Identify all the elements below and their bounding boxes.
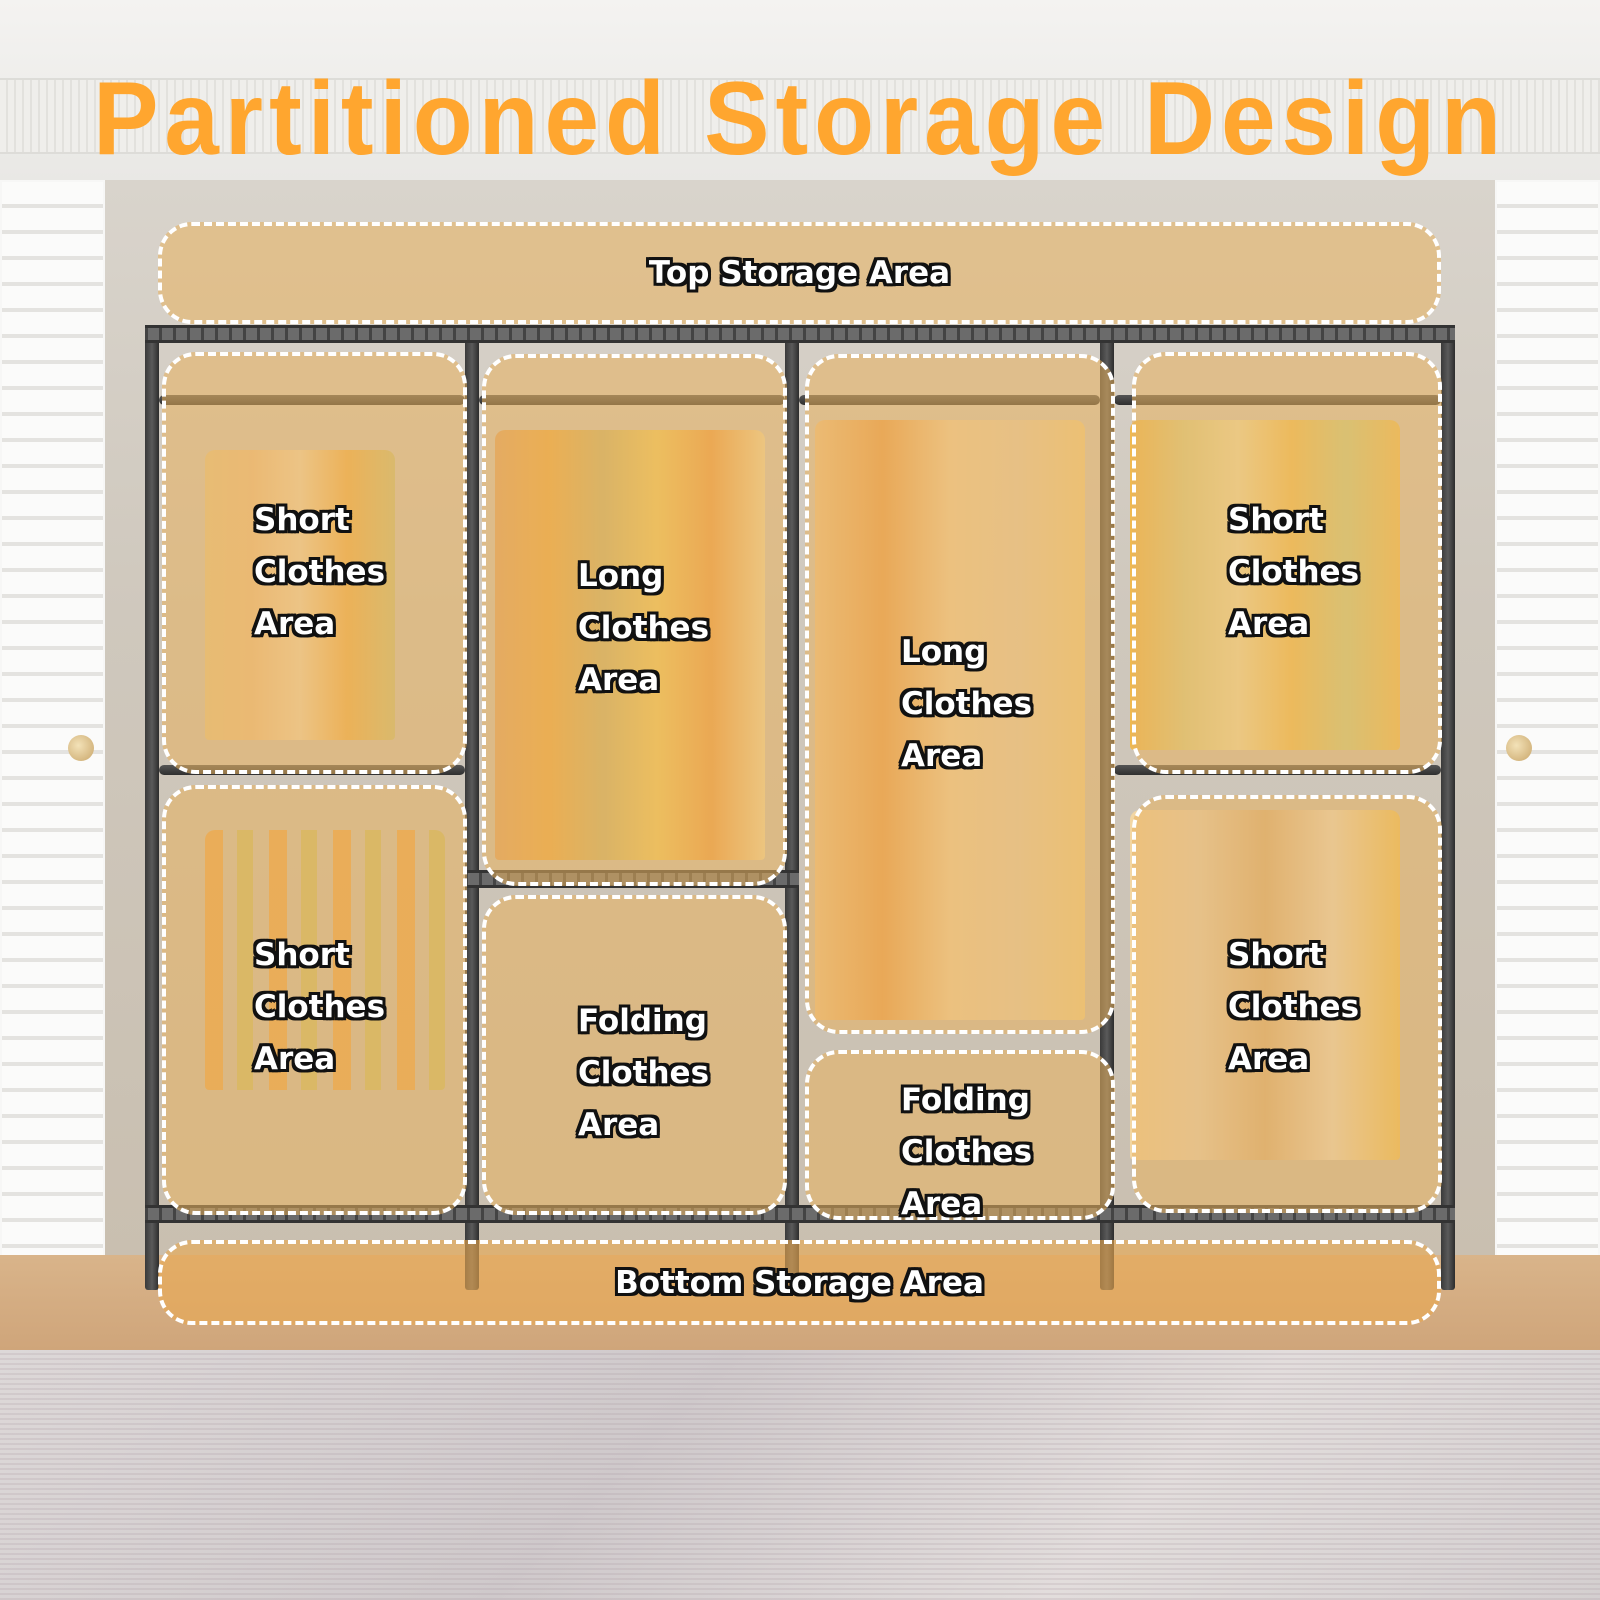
lower-left-short-clothes-label: Short Clothes Area <box>254 937 386 1077</box>
center-left-folding-clothes-zone: Folding Clothes Area <box>482 895 787 1215</box>
center-right-folding-clothes-zone: Folding Clothes Area <box>805 1050 1115 1222</box>
upper-right-short-clothes-label: Short Clothes Area <box>1228 502 1360 642</box>
left-door-knob-icon <box>68 735 94 761</box>
page-title: Partitioned Storage Design <box>93 59 1507 177</box>
top-storage-label: Top Storage Area <box>648 255 951 291</box>
wall-header <box>0 0 1600 180</box>
center-right-long-clothes-label: Long Clothes Area <box>901 634 1033 774</box>
center-left-folding-clothes-label: Folding Clothes Area <box>578 1003 710 1143</box>
upper-left-short-clothes-zone: Short Clothes Area <box>162 352 467 774</box>
center-right-folding-clothes-label: Folding Clothes Area <box>901 1082 1033 1222</box>
top-storage-zone: Top Storage Area <box>158 222 1441 324</box>
area-rug <box>0 1350 1600 1600</box>
rack-post <box>785 325 799 1290</box>
bottom-storage-zone: Bottom Storage Area <box>158 1240 1441 1325</box>
center-right-long-clothes-zone: Long Clothes Area <box>805 354 1115 1034</box>
lower-left-short-clothes-zone: Short Clothes Area <box>162 785 467 1215</box>
upper-left-short-clothes-label: Short Clothes Area <box>254 502 386 642</box>
center-left-long-clothes-label: Long Clothes Area <box>578 558 710 698</box>
bottom-shelf <box>145 1205 1455 1223</box>
upper-right-short-clothes-zone: Short Clothes Area <box>1132 352 1442 774</box>
bottom-storage-label: Bottom Storage Area <box>615 1264 984 1301</box>
rack-post <box>1441 325 1455 1290</box>
wall-slats <box>0 78 1600 154</box>
rack-post <box>465 325 479 1290</box>
top-shelf <box>145 325 1455 343</box>
right-door-knob-icon <box>1506 735 1532 761</box>
rack-post <box>145 325 159 1290</box>
lower-right-short-clothes-zone: Short Clothes Area <box>1132 795 1442 1213</box>
lower-right-short-clothes-label: Short Clothes Area <box>1228 937 1360 1077</box>
center-left-long-clothes-zone: Long Clothes Area <box>482 354 787 886</box>
